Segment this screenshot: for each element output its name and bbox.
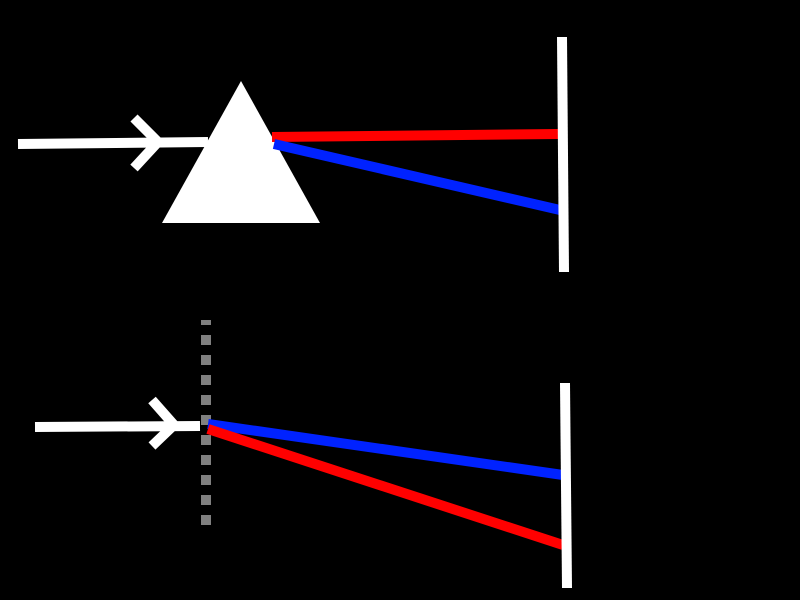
ray-arrow-icon xyxy=(148,396,181,450)
grating-slit xyxy=(201,455,211,465)
grating-slit xyxy=(201,335,211,345)
grating-slit xyxy=(201,355,211,365)
prism-panel xyxy=(17,36,569,273)
grating-slit xyxy=(201,435,211,445)
grating-panel xyxy=(34,320,572,589)
grating-slit xyxy=(201,395,211,405)
incident-white-ray xyxy=(17,137,209,149)
screen xyxy=(560,382,572,589)
blue-ray xyxy=(207,419,564,480)
ray-arrow-icon xyxy=(130,114,165,172)
grating-slit xyxy=(201,495,211,505)
red-ray xyxy=(206,424,565,550)
grating-slit xyxy=(201,475,211,485)
diffraction-grating xyxy=(201,320,211,525)
grating-slit xyxy=(201,320,211,325)
grating-slit xyxy=(201,515,211,525)
grating-slit xyxy=(201,415,211,425)
grating-slit xyxy=(201,375,211,385)
prism xyxy=(162,81,320,223)
red-ray xyxy=(271,129,559,142)
screen xyxy=(557,36,569,273)
blue-ray xyxy=(272,139,562,215)
